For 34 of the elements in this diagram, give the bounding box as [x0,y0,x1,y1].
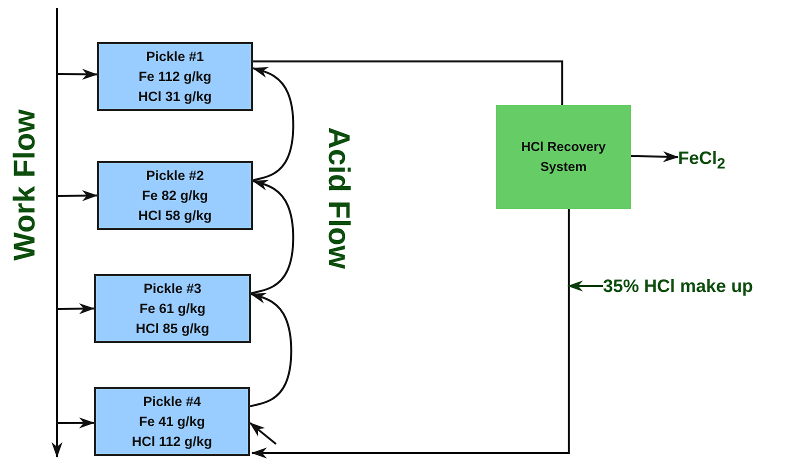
node-text: HCl 112 g/kg [132,432,212,451]
arrow [57,417,95,428]
node-text: Fe 61 g/kg [139,300,206,318]
recovery-system-box [496,105,631,209]
node-title: Pickle #2 [146,166,204,184]
axis-label: Acid Flow [320,127,355,269]
arrow [249,422,277,445]
arrow [630,151,679,162]
node-text: Fe 112 g/kg [138,68,212,86]
node-title: HCl Recovery System [520,138,607,176]
node-text: Fe 41 g/kg [138,412,206,431]
node-text: HCl 58 g/kg [138,206,212,225]
flow-label: FeCl$_{2}$ [678,143,738,173]
connector-line [253,60,564,105]
arrow [56,303,95,314]
arrow [56,68,98,80]
node-text: HCl 31 g/kg [138,88,212,106]
arrow [250,292,292,408]
arrow [252,67,294,182]
node-text: HCl 85 g/kg [136,320,210,338]
node-title: Pickle #3 [144,280,202,298]
arrow [250,180,294,294]
node-text: Fe 82 g/kg [142,186,208,205]
arrow [567,280,603,292]
node-title: Pickle #1 [146,48,204,66]
arrow [56,190,98,202]
node-title: Pickle #4 [143,392,201,410]
pickle-tank-box [94,387,250,456]
pickle-tank-box [94,274,251,343]
pickle-tank-box [97,42,253,111]
arrow [251,209,570,458]
pickle-tank-box [97,161,253,230]
axis-label: Work Flow [8,109,42,261]
flow-label: 35% HCl make up [603,274,783,298]
